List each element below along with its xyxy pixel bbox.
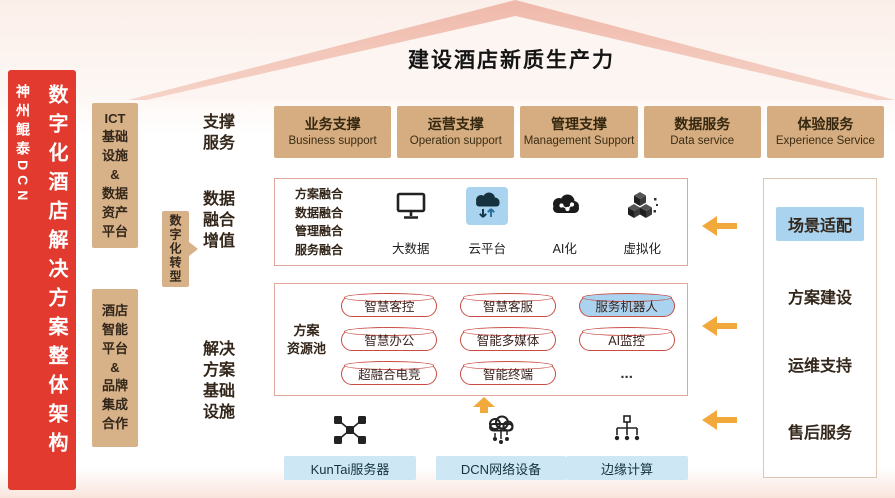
support-box-zh: 业务支撑 bbox=[304, 116, 361, 133]
flow-arrow-left-icon bbox=[702, 316, 737, 336]
solution-pill-ellipsis: ... bbox=[620, 365, 633, 382]
support-box-business: 业务支撑 Business support bbox=[274, 106, 392, 158]
fusion-item-label: 大数据 bbox=[391, 242, 430, 256]
hardware-edge-computing: 边缘计算 bbox=[566, 414, 688, 480]
banner-title: 数字化酒店解决方案整体架构 bbox=[45, 84, 67, 461]
solution-pill-label: 服务机器人 bbox=[595, 300, 658, 314]
hotel-platform-box: 酒店 智能 平台 & 品牌 集成 合作 bbox=[92, 289, 138, 447]
solution-pill: 智能终端 bbox=[459, 360, 556, 385]
solution-pill: AI监控 bbox=[578, 326, 675, 351]
support-box-zh: 体验服务 bbox=[797, 116, 854, 133]
hardware-kuntai-server: KunTai服务器 bbox=[284, 414, 416, 480]
big-data-monitor-icon bbox=[391, 187, 431, 225]
fusion-row-label: 数据 融合 增值 bbox=[203, 191, 236, 251]
solution-pill-label: 智慧客服 bbox=[482, 300, 533, 314]
virtualization-cubes-icon bbox=[621, 187, 663, 225]
support-box-experience: 体验服务 Experience Service bbox=[766, 106, 885, 158]
solution-pill-label: 超融合电竞 bbox=[358, 368, 421, 382]
digital-transformation-label: 数字化转型 bbox=[168, 214, 182, 284]
fusion-list: 方案融合 数据融合 管理融合 服务融合 bbox=[295, 186, 344, 257]
support-box-zh: 运营支撑 bbox=[427, 116, 484, 133]
solution-pill-grid: 智慧客控 智慧客服 服务机器人 智慧办公 智能多媒体 AI监控 超融合电竞 智能… bbox=[337, 292, 679, 386]
support-box-management: 管理支撑 Management Support bbox=[520, 106, 638, 158]
fusion-item-cloud-platform: 云平台 bbox=[466, 187, 509, 257]
cloud-platform-icon bbox=[466, 187, 509, 225]
solution-pill-label: 智慧客控 bbox=[364, 300, 415, 314]
hardware-label: KunTai服务器 bbox=[284, 456, 416, 480]
solution-pill: 智慧客服 bbox=[459, 292, 556, 317]
roof-title: 建设酒店新质生产力 bbox=[408, 49, 615, 72]
fusion-item-ai: AI化 bbox=[544, 187, 586, 257]
solution-pill: 智慧办公 bbox=[341, 326, 438, 351]
support-services-row: 业务支撑 Business support 运营支撑 Operation sup… bbox=[274, 106, 885, 158]
solution-pill-label: 智能终端 bbox=[482, 368, 533, 382]
flow-arrow-left-icon bbox=[702, 216, 737, 236]
support-box-en: Management Support bbox=[523, 134, 635, 147]
support-box-en: Experience Service bbox=[775, 134, 875, 147]
support-box-data: 数据服务 Data service bbox=[643, 106, 761, 158]
hardware-label: 边缘计算 bbox=[566, 456, 688, 480]
service-item-solution-build: 方案建设 bbox=[787, 290, 852, 308]
support-box-operation: 运营支撑 Operation support bbox=[397, 106, 515, 158]
fusion-item-label: 虚拟化 bbox=[623, 242, 661, 256]
fusion-item-label: 云平台 bbox=[468, 242, 506, 256]
flow-arrow-up-icon bbox=[473, 397, 495, 413]
solution-pool-label: 方案 资源池 bbox=[287, 322, 327, 356]
fusion-item-label: AI化 bbox=[552, 242, 577, 256]
brand-banner: 神州鲲泰DCN 数字化酒店解决方案整体架构 bbox=[8, 70, 76, 490]
hardware-label: DCN网络设备 bbox=[436, 456, 566, 480]
flow-arrow-left-icon bbox=[702, 410, 737, 430]
data-fusion-box: 方案融合 数据融合 管理融合 服务融合 大数据 云平台 bbox=[274, 178, 688, 266]
ict-platform-box: ICT 基础 设施 & 数据 资产 平台 bbox=[92, 103, 138, 248]
service-item-after-sales: 售后服务 bbox=[787, 424, 852, 442]
infra-row-label: 解决 方案 基础 设施 bbox=[203, 341, 236, 422]
solution-infrastructure-box: 方案 资源池 智慧客控 智慧客服 服务机器人 智慧办公 智能多媒体 AI监控 超… bbox=[274, 283, 688, 396]
support-box-zh: 数据服务 bbox=[674, 116, 731, 133]
support-box-en: Operation support bbox=[409, 134, 502, 147]
solution-pill-highlighted: 服务机器人 bbox=[578, 292, 675, 317]
support-box-en: Business support bbox=[288, 134, 377, 147]
service-panel: 场景适配 方案建设 运维支持 售后服务 bbox=[763, 178, 877, 478]
edge-computing-icon bbox=[610, 414, 644, 451]
brand-name: 神州鲲泰DCN bbox=[15, 84, 31, 206]
ai-cloud-icon bbox=[544, 187, 586, 225]
support-row-label: 支撑 服务 bbox=[203, 114, 236, 153]
solution-pill: 智慧客控 bbox=[341, 292, 438, 317]
solution-pill-label: 智慧办公 bbox=[364, 334, 415, 348]
digital-transformation-box: 数字化转型 bbox=[162, 211, 189, 287]
hardware-dcn-network: DCN网络设备 bbox=[436, 414, 566, 480]
transform-arrow-icon bbox=[189, 242, 198, 256]
fusion-icons-row: 大数据 云平台 AI化 bbox=[373, 187, 681, 257]
solution-pill: 智能多媒体 bbox=[459, 326, 556, 351]
solution-pill-label: 智能多媒体 bbox=[476, 334, 540, 348]
service-item-scene-adaptation: 场景适配 bbox=[775, 207, 864, 241]
fusion-item-bigdata: 大数据 bbox=[391, 187, 431, 257]
service-item-ops-support: 运维支持 bbox=[787, 357, 852, 375]
solution-pill-label: AI监控 bbox=[608, 334, 646, 348]
network-cloud-icon bbox=[481, 414, 521, 451]
support-box-en: Data service bbox=[670, 134, 735, 147]
server-cluster-icon bbox=[330, 414, 370, 451]
fusion-item-virtualization: 虚拟化 bbox=[621, 187, 663, 257]
solution-pill: 超融合电竞 bbox=[341, 360, 438, 385]
support-box-zh: 管理支撑 bbox=[551, 116, 607, 133]
